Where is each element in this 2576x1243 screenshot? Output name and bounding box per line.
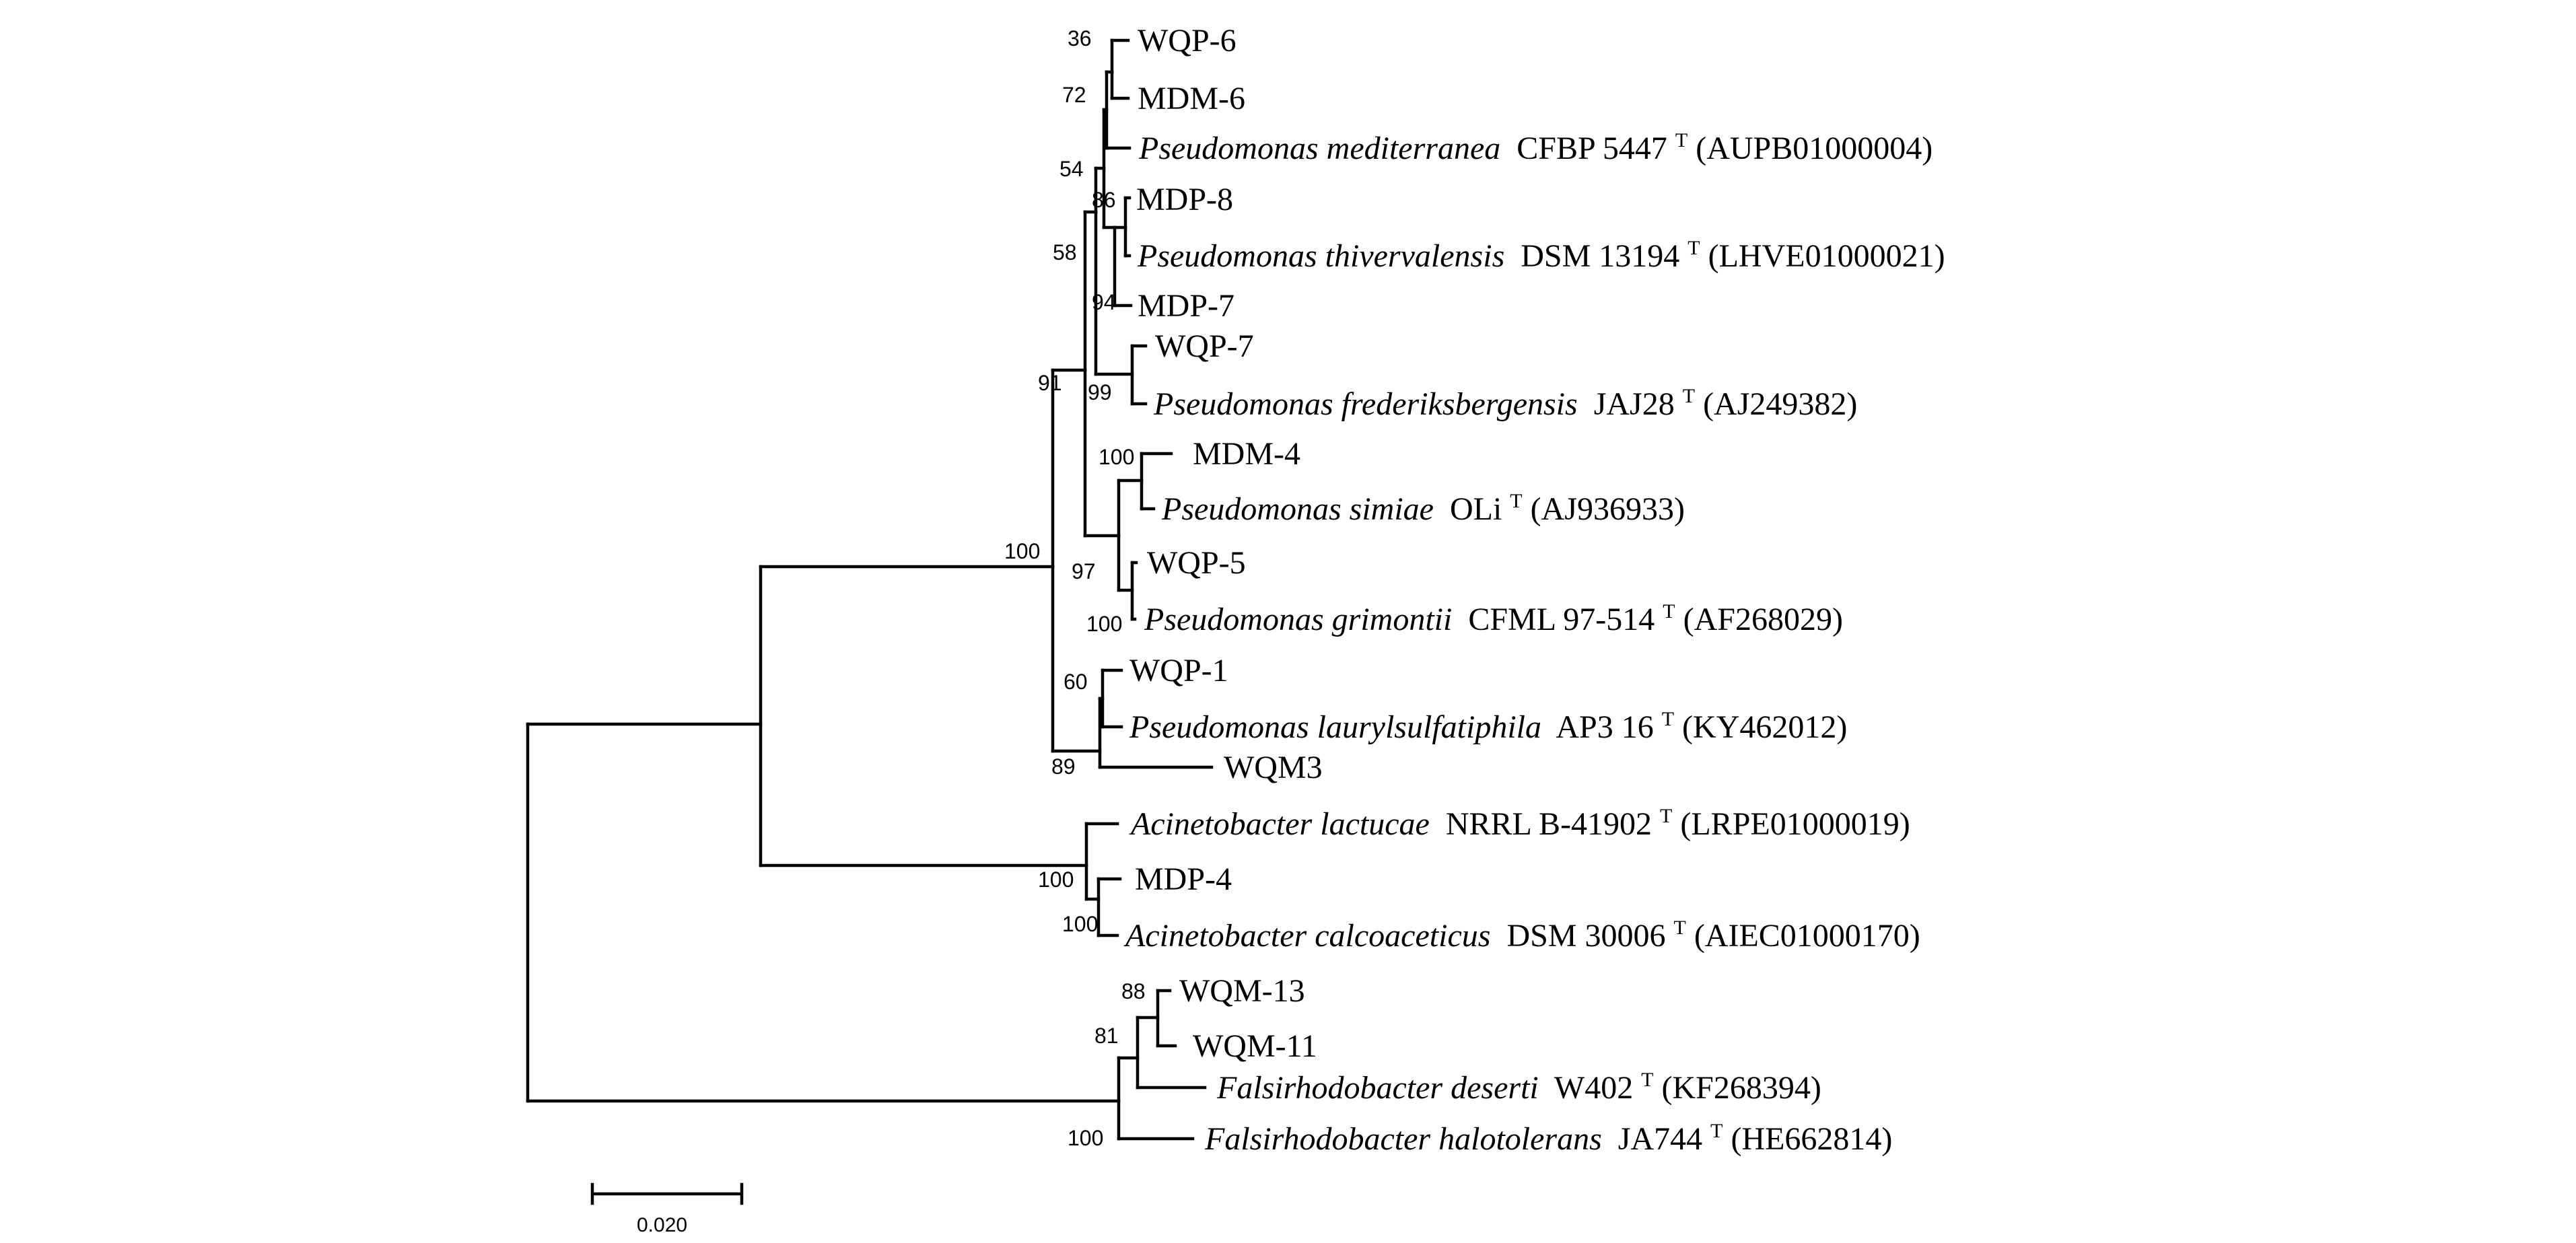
leaf-pmed: Pseudomonas mediterranea CFBP 5447 T (AU… — [1138, 118, 1933, 166]
bootstrap-value: 60 — [1064, 670, 1088, 694]
strain-name: NRRL B-41902 — [1446, 806, 1652, 842]
bootstrap-value: 100 — [1099, 445, 1134, 469]
leaf-mdp8: MDP-8 — [1136, 182, 1233, 217]
type-strain-mark: T — [1510, 490, 1522, 512]
leaf-mdp7: MDP-7 — [1138, 288, 1234, 324]
bootstrap-value: 100 — [1068, 1126, 1103, 1150]
species-name: Pseudomonas mediterranea — [1138, 131, 1500, 166]
strain-name: CFML 97-514 — [1468, 602, 1655, 637]
type-strain-mark: T — [1683, 385, 1695, 407]
type-strain-mark: T — [1687, 237, 1700, 259]
species-name: Pseudomonas laurylsulfatiphila — [1129, 709, 1541, 745]
leaf-pgri: Pseudomonas grimontii CFML 97-514 T (AF2… — [1144, 590, 1843, 637]
type-strain-mark: T — [1641, 1069, 1653, 1091]
accession-number: (HE662814) — [1731, 1121, 1892, 1157]
species-name: Acinetobacter calcoaceticus — [1123, 918, 1490, 954]
type-strain-mark: T — [1673, 917, 1685, 939]
leaf-mdm4: MDM-4 — [1193, 436, 1300, 472]
scale-bar-label: 0.020 — [637, 1214, 687, 1236]
leaf-mdp4: MDP-4 — [1135, 861, 1232, 897]
species-name: Pseudomonas grimontii — [1144, 602, 1452, 637]
leaf-wqp5: WQP-5 — [1147, 545, 1246, 581]
leaf-wqp6: WQP-6 — [1138, 23, 1237, 59]
bootstrap-value: 58 — [1053, 240, 1077, 264]
bootstrap-value: 91 — [1038, 371, 1062, 395]
leaf-acal: Acinetobacter calcoaceticus DSM 30006 T … — [1123, 906, 1920, 954]
type-strain-mark: T — [1663, 600, 1675, 623]
accession-number: (LHVE01000021) — [1708, 238, 1945, 274]
leaf-mdm6: MDM-6 — [1138, 81, 1245, 116]
leaf-pthi: Pseudomonas thivervalensis DSM 13194 T (… — [1137, 226, 1945, 274]
bootstrap-values: 36 72 54 86 58 94 99 91 100 100 97 100 6… — [1004, 26, 1146, 1150]
type-strain-mark: T — [1662, 708, 1674, 730]
species-name: Pseudomonas simiae — [1161, 491, 1434, 527]
leaf-wqm3: WQM3 — [1224, 750, 1323, 785]
leaf-fdes: Falsirhodobacter deserti W402 T (KF26839… — [1216, 1058, 1821, 1106]
species-name: Pseudomonas frederiksbergensis — [1153, 386, 1578, 422]
tree-branches — [526, 38, 1214, 1141]
accession-number: (LRPE01000019) — [1680, 806, 1910, 842]
strain-name: AP3 16 — [1556, 709, 1653, 745]
bootstrap-value: 94 — [1092, 290, 1116, 314]
scale-bar-line — [590, 1182, 744, 1205]
leaf-fhal: Falsirhodobacter halotolerans JA744 T (H… — [1204, 1109, 1892, 1157]
leaf-labels: WQP-6 MDM-6 Pseudomonas mediterranea CFB… — [1123, 23, 1945, 1157]
accession-number: (AJ249382) — [1703, 386, 1857, 422]
strain-name: JAJ28 — [1594, 386, 1675, 422]
bootstrap-value: 54 — [1059, 157, 1084, 181]
species-name: Falsirhodobacter deserti — [1216, 1070, 1539, 1106]
bootstrap-value: 36 — [1068, 26, 1092, 50]
bootstrap-value: 100 — [1062, 912, 1098, 936]
accession-number: (AIEC01000170) — [1694, 918, 1920, 954]
leaf-plau: Pseudomonas laurylsulfatiphila AP3 16 T … — [1129, 697, 1847, 745]
species-name: Falsirhodobacter halotolerans — [1204, 1121, 1602, 1157]
accession-number: (KY462012) — [1682, 709, 1847, 745]
species-name: Acinetobacter lactucae — [1129, 806, 1430, 842]
leaf-wqm13: WQM-13 — [1179, 973, 1305, 1009]
type-strain-mark: T — [1675, 129, 1687, 151]
strain-name: OLi — [1450, 491, 1502, 527]
leaf-alac: Acinetobacter lactucae NRRL B-41902 T (L… — [1129, 794, 1910, 842]
type-strain-mark: T — [1710, 1120, 1722, 1142]
scale-bar: 0.020 — [590, 1182, 744, 1236]
bootstrap-value: 89 — [1051, 754, 1076, 779]
strain-name: DSM 30006 — [1506, 918, 1665, 954]
species-name: Pseudomonas thivervalensis — [1137, 238, 1504, 274]
bootstrap-value: 72 — [1062, 83, 1086, 107]
bootstrap-value: 86 — [1092, 188, 1116, 212]
bootstrap-value: 97 — [1072, 559, 1096, 583]
accession-number: (AF268029) — [1683, 602, 1843, 637]
accession-number: (AJ936933) — [1531, 491, 1685, 527]
bootstrap-value: 100 — [1038, 867, 1074, 892]
leaf-pfre: Pseudomonas frederiksbergensis JAJ28 T (… — [1153, 374, 1857, 422]
leaf-wqp7: WQP-7 — [1155, 328, 1254, 364]
bootstrap-value: 100 — [1086, 612, 1122, 636]
strain-name: CFBP 5447 — [1517, 131, 1667, 166]
accession-number: (KF268394) — [1662, 1070, 1821, 1106]
accession-number: (AUPB01000004) — [1696, 131, 1933, 166]
leaf-psim: Pseudomonas simiae OLi T (AJ936933) — [1161, 479, 1685, 527]
leaf-wqm11: WQM-11 — [1193, 1028, 1317, 1064]
strain-name: JA744 — [1618, 1121, 1702, 1157]
bootstrap-value: 99 — [1088, 380, 1112, 404]
strain-name: W402 — [1554, 1070, 1633, 1106]
bootstrap-value: 88 — [1121, 979, 1146, 1003]
bootstrap-value: 100 — [1004, 539, 1040, 563]
bootstrap-value: 81 — [1094, 1024, 1119, 1048]
strain-name: DSM 13194 — [1521, 238, 1679, 274]
type-strain-mark: T — [1660, 805, 1672, 827]
leaf-wqp1: WQP-1 — [1129, 653, 1228, 688]
